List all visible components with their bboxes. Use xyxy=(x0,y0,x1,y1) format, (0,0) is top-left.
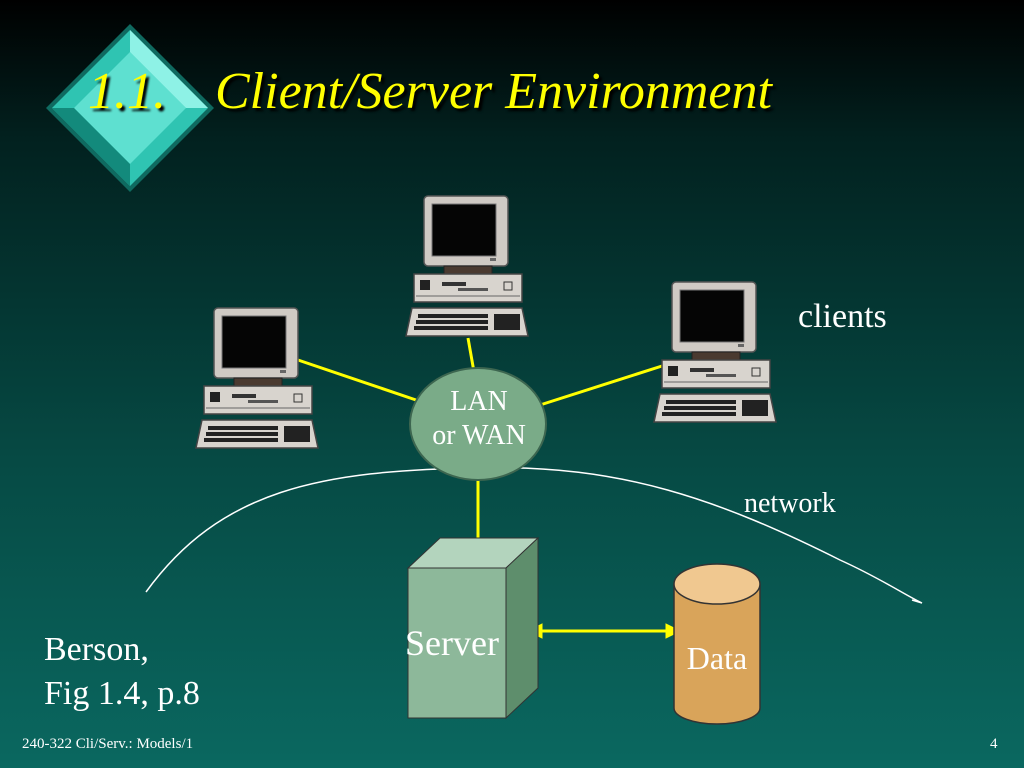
connector-top-client xyxy=(466,337,476,373)
connector-left-client xyxy=(297,358,417,402)
footer-course: 240-322 Cli/Serv.: Models/1 xyxy=(22,736,194,752)
computer-icon xyxy=(653,281,777,423)
database-cylinder-icon xyxy=(673,563,761,725)
diamond-bullet-icon xyxy=(46,24,214,192)
page-title: Client/Server Environment xyxy=(215,63,772,120)
lan-label-line2: or WAN xyxy=(432,420,526,451)
computer-icon xyxy=(195,307,319,449)
connector-right-client xyxy=(539,364,663,407)
title-number: 1.1. xyxy=(88,63,166,120)
server-box-icon xyxy=(406,536,540,720)
clients-label: clients xyxy=(798,298,887,335)
citation-line1: Berson, xyxy=(44,631,149,668)
computer-icon xyxy=(405,195,529,337)
slide-number: 4 xyxy=(990,736,998,752)
citation: Berson, Fig 1.4, p.8 xyxy=(44,628,200,716)
citation-line2: Fig 1.4, p.8 xyxy=(44,675,200,712)
server-data-arrow xyxy=(526,623,682,639)
server-label: Server xyxy=(405,623,499,663)
lan-label-line1: LAN xyxy=(450,386,508,417)
lan-label: LAN or WAN xyxy=(412,385,546,453)
network-label: network xyxy=(744,488,836,519)
data-label: Data xyxy=(686,640,748,676)
network-curve xyxy=(145,466,923,604)
lan-node xyxy=(409,367,547,481)
